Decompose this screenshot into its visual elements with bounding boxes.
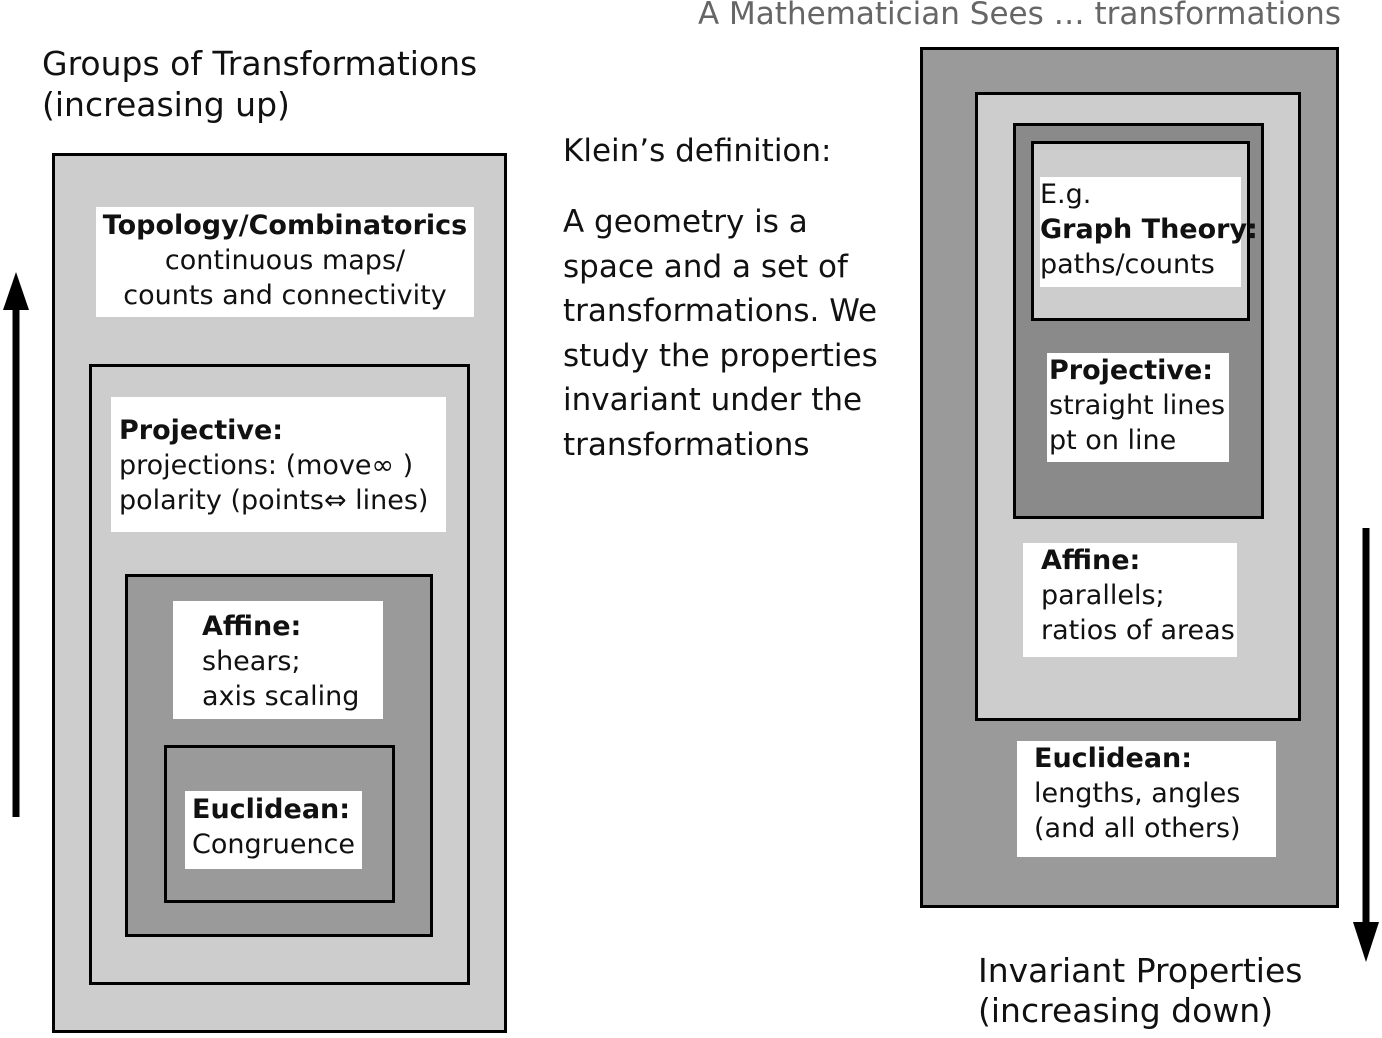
left-topology-line1: continuous maps/ — [164, 245, 406, 276]
right-affine-line2: ratios of areas — [1041, 615, 1235, 646]
klein-line-4: study the properties — [563, 337, 878, 374]
right-graph-line1: E.g. — [1040, 179, 1092, 210]
up-arrow-icon — [3, 272, 29, 817]
klein-line-3: transformations. We — [563, 293, 878, 330]
right-graph-label: E.g. Graph Theory: paths/counts — [1040, 177, 1258, 287]
right-euclidean-line2: (and all others) — [1034, 813, 1241, 844]
klein-line-1: A geometry is a — [563, 204, 808, 240]
right-title-line1: Invariant Properties — [978, 951, 1303, 990]
left-affine-line1: shears; — [202, 646, 301, 677]
left-euclidean-heading: Euclidean: — [192, 794, 351, 825]
right-projective-line2: pt on line — [1049, 425, 1177, 456]
right-projective-heading: Projective: — [1049, 355, 1214, 386]
left-projective-label: Projective: projections: (move∞ ) polari… — [111, 397, 446, 532]
left-affine-line2: axis scaling — [202, 681, 360, 712]
down-arrow-icon — [1353, 528, 1379, 962]
left-euclidean-label: Euclidean: Congruence — [185, 791, 362, 869]
right-title-line2: (increasing down) — [978, 991, 1274, 1030]
klein-line-5: invariant under the — [563, 382, 863, 419]
right-euclidean-heading: Euclidean: — [1034, 743, 1193, 774]
left-projective-heading: Projective: — [119, 415, 284, 446]
left-topology-label: Topology/Combinatorics continuous maps/ … — [96, 207, 474, 317]
down-arrow-head — [1353, 922, 1379, 962]
left-affine-label: Affine: shears; axis scaling — [173, 601, 383, 719]
klein-line-6: transformations — [563, 426, 810, 463]
left-projective-line1: projections: (move∞ ) — [119, 450, 414, 481]
right-affine-line1: parallels; — [1041, 580, 1165, 611]
right-projective-label: Projective: straight lines pt on line — [1047, 353, 1229, 462]
right-graph-line2: paths/counts — [1040, 249, 1215, 280]
left-topology-heading: Topology/Combinatorics — [102, 210, 468, 241]
klein-line-2: space and a set of — [563, 248, 848, 285]
right-affine-label: Affine: parallels; ratios of areas — [1023, 543, 1237, 657]
right-projective-line1: straight lines — [1049, 390, 1226, 421]
right-graph-heading: Graph Theory: — [1040, 214, 1258, 245]
left-euclidean-line1: Congruence — [192, 829, 356, 860]
left-projective-line2: polarity (points⇔ lines) — [119, 485, 429, 516]
left-title-line1: Groups of Transformations — [42, 44, 478, 83]
klein-definition: A geometry is a space and a set of trans… — [563, 200, 878, 468]
left-title-line2: (increasing up) — [42, 85, 290, 124]
left-topology-line2: counts and connectivity — [123, 280, 447, 311]
left-affine-heading: Affine: — [202, 611, 302, 642]
right-affine-heading: Affine: — [1041, 545, 1141, 576]
klein-heading: Klein’s definition: — [563, 133, 832, 169]
header-title: A Mathematician Sees … transformations — [698, 0, 1341, 32]
right-euclidean-label: Euclidean: lengths, angles (and all othe… — [1017, 741, 1276, 857]
up-arrow-head — [3, 272, 29, 310]
right-euclidean-line1: lengths, angles — [1034, 778, 1241, 809]
